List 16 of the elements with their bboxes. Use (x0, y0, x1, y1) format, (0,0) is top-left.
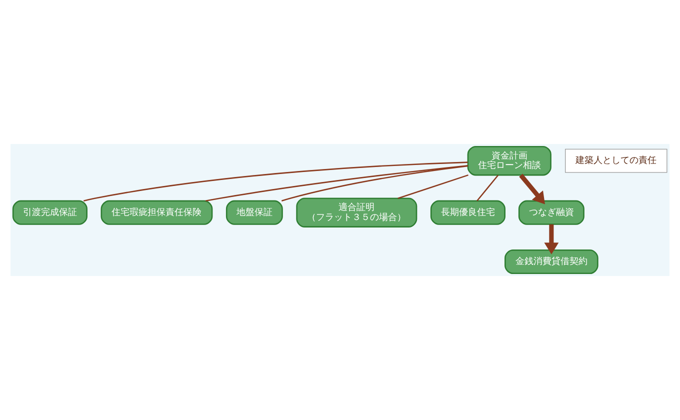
connector (281, 165, 468, 202)
arrow (544, 224, 559, 254)
node-box: 住宅瑕疵担保責任保険 (100, 200, 213, 225)
node-box: 地盤保証 (226, 200, 283, 225)
connector (84, 162, 468, 202)
node-box: 資金計画 住宅ローン相談 (467, 146, 552, 176)
label: 建築人としての責任 (576, 156, 657, 166)
connector (476, 174, 499, 202)
arrow (519, 174, 545, 204)
node-box: 引渡完成保証 (12, 200, 88, 225)
connector (398, 174, 468, 199)
node-box: つなぎ融資 (518, 200, 584, 225)
connector (206, 164, 468, 202)
node-box: 適合証明 （フラット３５の場合） (296, 198, 418, 228)
node-box: 金銭消費貸借契約 (504, 249, 598, 274)
node-box: 長期優良住宅 (430, 200, 506, 225)
